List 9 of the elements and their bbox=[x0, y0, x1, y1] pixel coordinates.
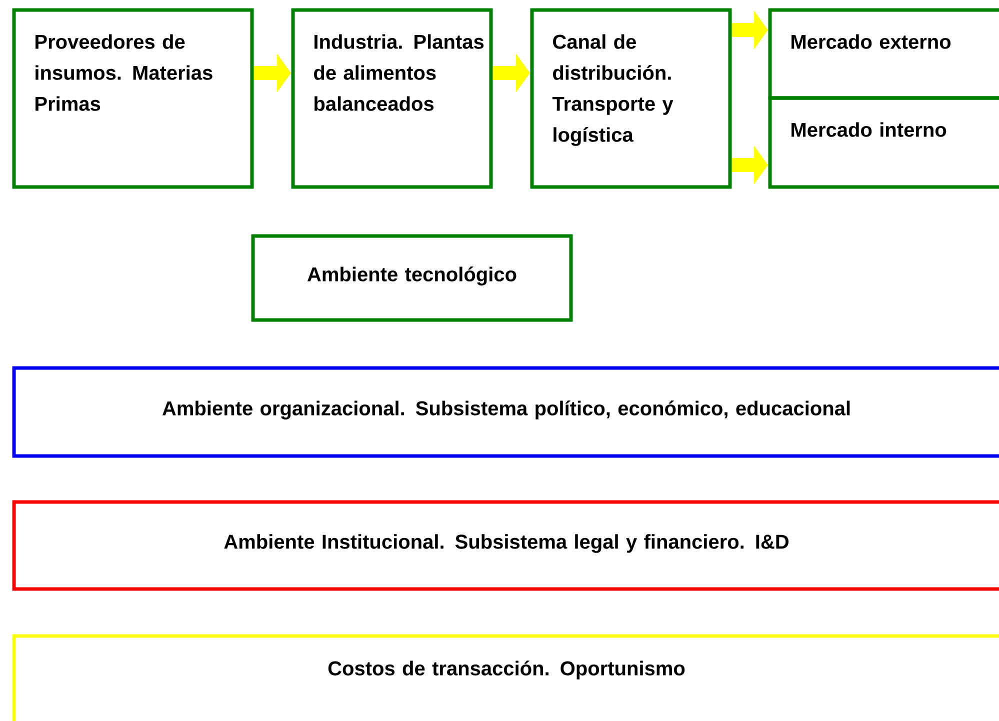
text-box: Ambiente Institucional. Subsistema legal y financiero. I&D bbox=[12, 500, 999, 591]
text-box: Canal de distribución. Transporte y logística bbox=[530, 8, 732, 189]
text-box: Industria. Plantas de alimentos balanceados bbox=[291, 8, 493, 189]
text-box: Ambiente organizacional. Subsistema político, económico, educacional bbox=[12, 366, 999, 458]
text-box: Costos de transacción. Oportunismo bbox=[12, 634, 999, 721]
text-box: Mercado interno bbox=[768, 96, 999, 189]
text-box: Mercado externo bbox=[768, 8, 999, 100]
text-box: Proveedores de insumos. Materias Primas bbox=[12, 8, 254, 189]
text-box: Ambiente tecnológico bbox=[251, 234, 573, 322]
